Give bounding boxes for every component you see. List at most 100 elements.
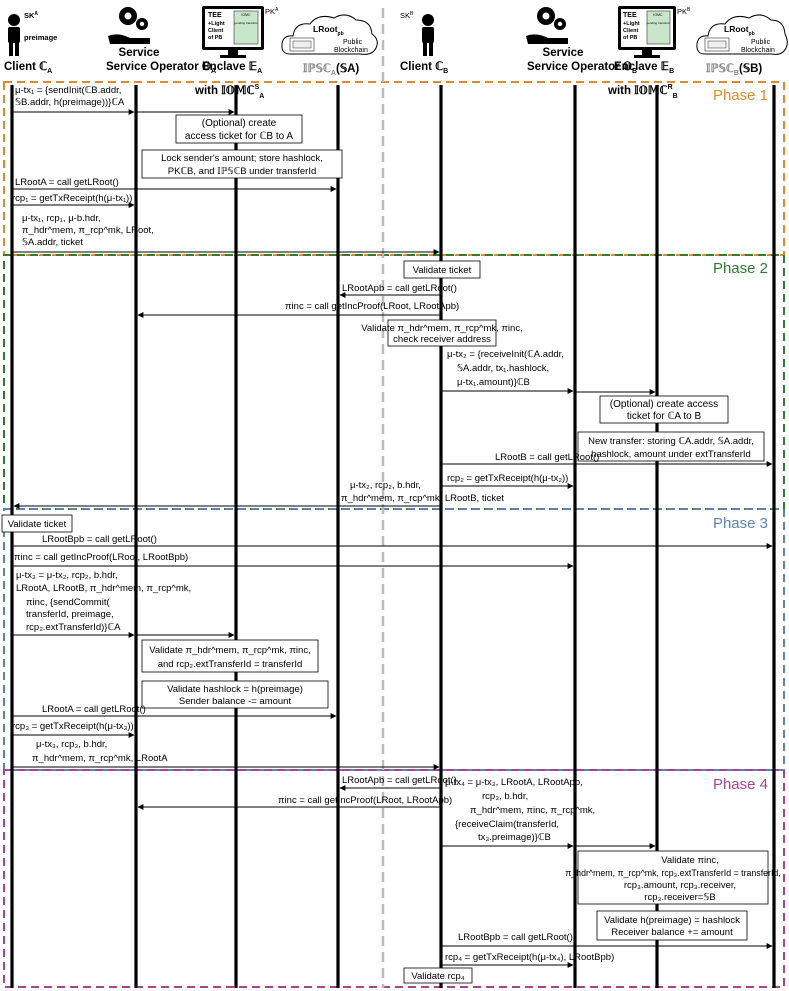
p3-box-validate-l1: Validate π_hdr^mem, π_rcp^mk, πinc, [149, 645, 310, 656]
svg-text:TEE: TEE [208, 12, 222, 19]
ipsc-a-label: 𝕀ℙ𝕊ℂA(𝕊A) [303, 62, 359, 77]
enclave-a-with: with 𝕀𝕆𝕄ℂSA [194, 84, 264, 100]
svg-text:IOMC: IOMC [653, 13, 663, 17]
p2-msg-utx2-l1: μ-tx₂ = {receiveInit(ℂA.addr, [447, 349, 564, 360]
p1-msg-lroot: LRootA = call getLRoot() [15, 177, 119, 188]
p4-box-validate [577, 850, 769, 905]
svg-text:Client: Client [208, 28, 223, 34]
p1-box-lock [141, 149, 343, 179]
gear-hand-icon [526, 7, 568, 44]
gear-hand-icon [108, 7, 150, 44]
client-b-label: Client ℂB [400, 60, 448, 75]
p3-box-validate-ticket-text: Validate ticket [8, 519, 67, 530]
operator-b-label: Service Operator 𝕆B [527, 60, 637, 75]
p3-box-hashlock [141, 680, 329, 709]
p4-box-hashlock [596, 910, 748, 941]
svg-text:pending transfers: pending transfers [646, 21, 670, 25]
p2-box-validate-ticket [403, 260, 481, 279]
p4-box-hashlock-l2: Receiver balance += amount [611, 927, 733, 938]
p1-box-ticket [175, 114, 303, 144]
p2-box-ticket-b-l1: (Optional) create access [610, 399, 718, 410]
person-icon [8, 14, 20, 56]
phase-frames: Phase 1 Phase 2 Phase 3 Phase 4 [3, 81, 785, 988]
phase4-label: Phase 4 [713, 776, 768, 793]
p3-msg-utx3-l2: LRootA, LRootB, π_hdr^mem, π_rcp^mk, [16, 583, 191, 594]
p1-msg-ticket-l2: π_hdr^mem, π_rcp^mk, LRoot, [22, 225, 154, 236]
p4-msg-inc: πinc = call getIncProof(LRoot, LRootApb) [278, 795, 452, 806]
svg-text:Blockchain: Blockchain [741, 47, 775, 54]
svg-text:Public: Public [751, 39, 771, 46]
enclave-b-with: with 𝕀𝕆𝕄ℂRB [607, 84, 678, 100]
lifelines [10, 85, 776, 988]
svg-text:TEE: TEE [623, 12, 637, 19]
p1-box-ticket-l2: access ticket for ℂB to A [185, 131, 293, 142]
svg-text:IOMC: IOMC [241, 13, 251, 17]
p2-box-ticket-b [599, 395, 729, 424]
p1-msg-ticket-l1: μ-tx₁, rcp₁, μ-b.hdr, [22, 213, 101, 224]
p3-msg-utx3-l4: transferId, preimage, [26, 609, 114, 620]
enclave-a-pk: PKA [265, 7, 279, 16]
enclave-a-label: Enclave 𝔼A [202, 61, 262, 75]
p4-msg-lroot-b: LRootBpb = call getLRoot() [458, 932, 573, 943]
p3-msg-lroot: LRootBpb = call getLRoot() [42, 534, 157, 545]
p2-box-new-transfer-l1: New transfer: storing ℂA.addr, 𝕊A.addr, [588, 436, 754, 447]
svg-text:Client: Client [623, 28, 638, 34]
svg-text:Public: Public [343, 39, 363, 46]
p2-box-new-transfer [577, 431, 765, 462]
p2-box-new-transfer-l2: hashlock, amount under extTransferId [591, 449, 751, 460]
phase3-label: Phase 3 [713, 515, 768, 532]
ipsc-b-label: 𝕀ℙ𝕊ℂB(𝕊B) [706, 62, 762, 77]
p2-box-validate-ticket-text: Validate ticket [413, 265, 472, 276]
p3-msg-lroot-a: LRootA = call getLRoot() [42, 704, 146, 715]
p1-msg1-line2: 𝕊B.addr, h(preimage))}ℂA [15, 97, 125, 108]
p1-msg-rcp1: rcp₁ = getTxReceipt(h(μ-tx₁)) [12, 193, 132, 204]
enclave-b-pk: PKB [677, 7, 691, 16]
p4-msg-lroot: LRootApb = call getLRoot() [342, 775, 457, 786]
svg-text:Blockchain: Blockchain [334, 47, 368, 54]
p2-msg-lroot: LRootApb = call getLRoot() [342, 283, 457, 294]
p3-msg-inc: πinc = call getIncProof(LRoot, LRootBpb) [14, 552, 188, 563]
p1-msg1-line1: μ-tx₁ = {sendInit(ℂB.addr, [15, 85, 121, 96]
svg-text:+Light: +Light [623, 21, 640, 27]
operator-a-label-1: Service [119, 47, 160, 59]
p3-msg-tx3-l1: μ-tx₃, rcp₃, b.hdr, [36, 739, 107, 750]
p4-box-validate-l3: rcp₃.amount, rcp₃.receiver, [624, 880, 736, 891]
svg-text:LRootpb: LRootpb [724, 24, 755, 37]
p3-msg-utx3-l3: πinc, {sendCommit( [26, 597, 110, 608]
p4-msg-utx4-l1: μ-tx₄ = μ-tx₃, LRootA, LRootApb, [445, 777, 583, 788]
p4-box-rcp4 [403, 967, 473, 984]
phase2-label: Phase 2 [713, 260, 768, 277]
p4-box-validate-l2: π_hdr^mem, π_rcp^mk, rcp₃.extTransferId … [565, 868, 781, 878]
p4-msg-utx4-l5: tx₃.preimage)}ℂB [478, 832, 551, 843]
client-b-key: SKB [400, 11, 414, 20]
tee-monitor-icon: TEE +Light Client of PB IOMC pending tra… [618, 6, 676, 58]
svg-text:+Light: +Light [208, 21, 225, 27]
p2-msg-lroot-b: LRootB = call getLRoot() [495, 452, 599, 463]
p3-msg-utx3-l5: rcp₂.extTransferId)}ℂA [26, 622, 121, 633]
person-icon [422, 14, 434, 56]
p3-msg-utx3-l1: μ-tx₃ = μ-tx₂, rcp₂, b.hdr, [16, 570, 118, 581]
p4-msg-utx4-l2: rcp₃, b.hdr, [482, 791, 528, 802]
p3-box-validate-l2: and rcp₂.extTransferId = transferId [158, 659, 303, 670]
p3-msg-tx3-l2: π_hdr^mem, π_rcp^mk, LRootA [32, 753, 168, 764]
p2-msg-rcp2: rcp₂ = getTxReceipt(h(μ-tx₂)) [447, 473, 568, 484]
p4-msg-utx4-l4: {receiveClaim(transferId, [455, 819, 559, 830]
svg-text:LRootpb: LRootpb [313, 24, 344, 37]
client-a-key: SKA [24, 11, 38, 20]
operator-a-label: Service Operator 𝕆A [106, 60, 216, 75]
p1-msg-ticket-l3: 𝕊A.addr, ticket [22, 237, 83, 248]
p2-msg-back-l1: μ-tx₂, rcp₂, b.hdr, [350, 480, 421, 491]
enclave-b-label: Enclave 𝔼B [614, 61, 674, 75]
client-a-note: preimage [24, 33, 57, 42]
p3-msg-rcp3: rcp₃ = getTxReceipt(h(μ-tx₃)) [12, 721, 134, 732]
blockchain-cloud-icon: LRootpb Public Blockchain [696, 14, 788, 55]
svg-text:pending transfers: pending transfers [234, 21, 258, 25]
phase1-label: Phase 1 [713, 87, 768, 104]
p1-box-lock-l2: PKℂB, and 𝕀ℙ𝕊ℂB under transferId [168, 166, 317, 177]
p2-box-validate-l2: check receiver address [393, 334, 491, 345]
p1-box-lock-l1: Lock sender's amount; store hashlock, [161, 153, 323, 164]
svg-text:of PB: of PB [208, 35, 222, 41]
phase4-frame [3, 769, 785, 988]
p4-msg-utx4-l3: π_hdr^mem, πinc, π_rcp^mk, [470, 805, 595, 816]
p2-msg-utx2-l3: μ-tx₁.amount)}ℂB [457, 377, 530, 388]
